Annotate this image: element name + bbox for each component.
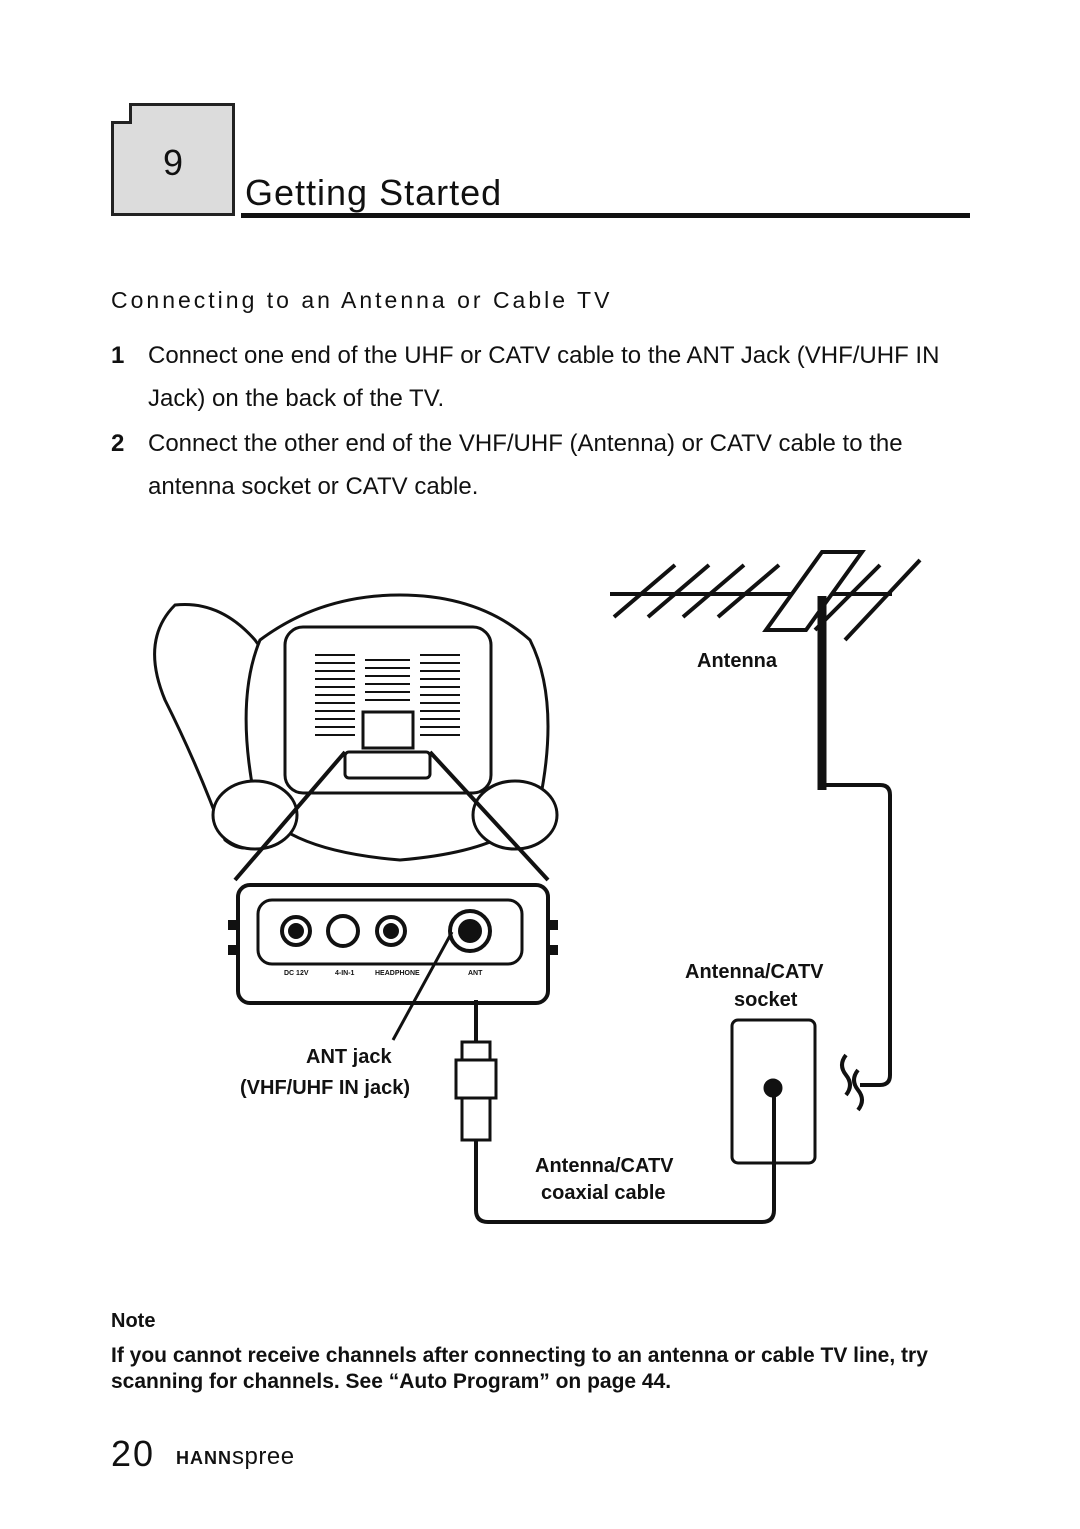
jack-pointer-line — [391, 931, 454, 1041]
label-cable-line2: coaxial cable — [541, 1182, 666, 1204]
label-jack-line1: ANT jack — [306, 1046, 392, 1068]
coax-connector — [454, 1000, 498, 1142]
brand-bold: HANN — [176, 1448, 232, 1468]
antenna-illustration — [610, 550, 922, 1112]
label-jack-line2: (VHF/UHF IN jack) — [240, 1077, 411, 1099]
label-socket-line1: Antenna/CATV — [685, 961, 824, 983]
coaxial-cable — [474, 1092, 776, 1224]
brand-logo: HANNspree — [176, 1443, 295, 1471]
label-socket-line2: socket — [734, 989, 798, 1011]
tv-vents — [315, 654, 460, 736]
tv-illustration — [153, 593, 559, 862]
zoom-lines — [233, 750, 550, 882]
chapter-tab-notch — [111, 103, 132, 124]
connection-diagram: DC 12V 4-IN-1 HEADPHONE ANT — [153, 550, 922, 1224]
step-text: Connect the other end of the VHF/UHF (An… — [148, 430, 903, 500]
panel-label-headphone: HEADPHONE — [375, 970, 420, 977]
step-number: 1 — [111, 342, 125, 369]
note-text: If you cannot receive channels after con… — [111, 1344, 928, 1393]
title-rule — [241, 213, 970, 218]
step-text: Connect one end of the UHF or CATV cable… — [148, 342, 940, 412]
panel-label-dc: DC 12V — [284, 970, 309, 977]
label-cable-line1: Antenna/CATV — [535, 1155, 674, 1177]
panel-label-4in1: 4-IN-1 — [335, 970, 355, 977]
wall-socket-illustration — [730, 1018, 817, 1165]
tv-jack-panel — [228, 883, 558, 1005]
note-label: Note — [111, 1310, 156, 1332]
label-antenna: Antenna — [697, 650, 777, 672]
section-heading: Connecting to an Antenna or Cable TV — [111, 287, 613, 313]
step-number: 2 — [111, 430, 125, 457]
chapter-number: 9 — [162, 142, 184, 183]
chapter-tab: 9 — [111, 103, 235, 216]
brand-light: spree — [232, 1443, 295, 1470]
panel-label-ant: ANT — [468, 970, 483, 977]
chapter-title: Getting Started — [245, 172, 503, 213]
step-2: 2 Connect the other end of the VHF/UHF (… — [111, 422, 971, 508]
page-number: 20 — [111, 1433, 156, 1474]
step-1: 1 Connect one end of the UHF or CATV cab… — [111, 334, 971, 420]
